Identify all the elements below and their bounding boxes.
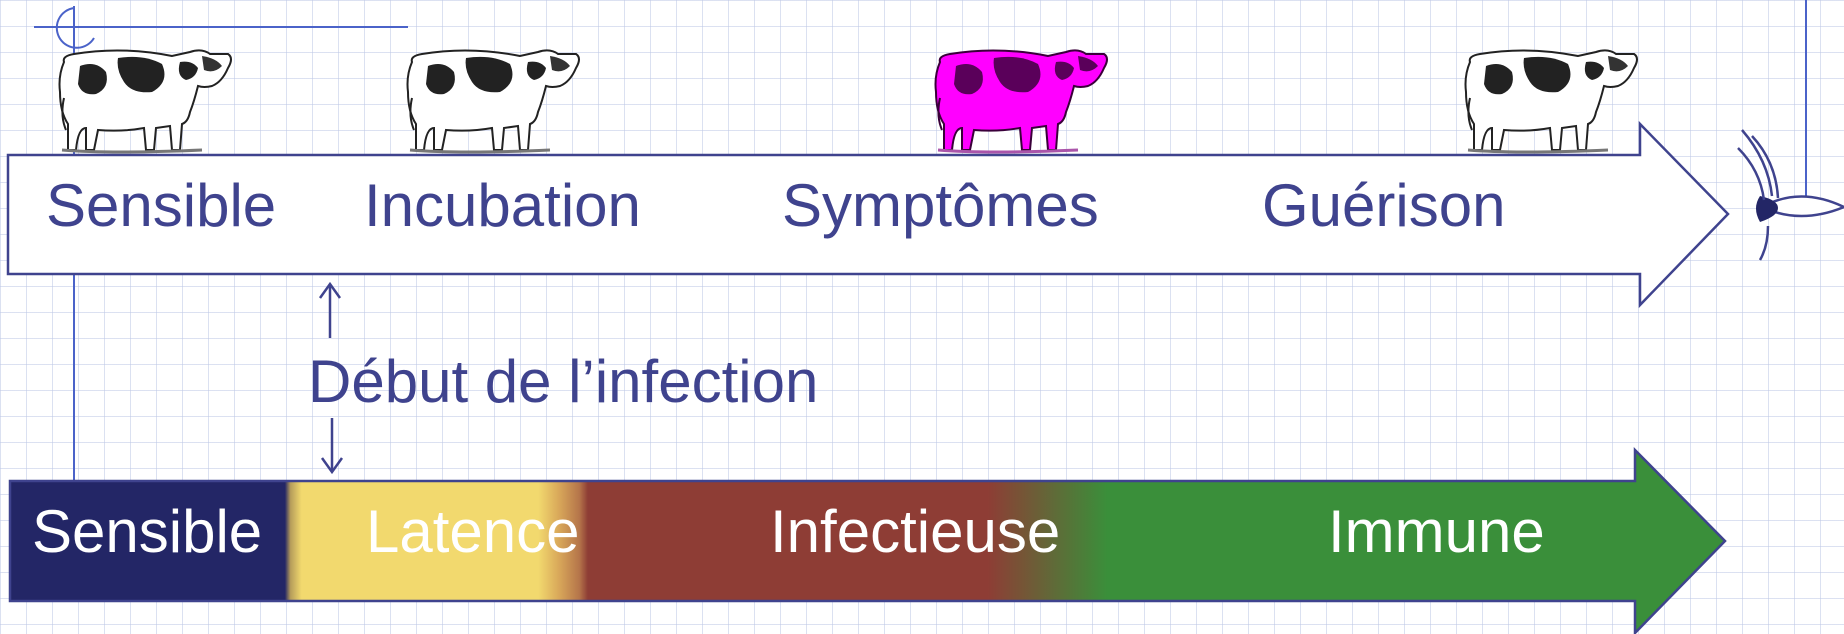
model-stage-infectieuse: Infectieuse [770, 502, 1060, 562]
observed-stage-guerison: Guérison [1262, 176, 1505, 236]
model-stage-sensible: Sensible [32, 502, 262, 562]
model-stage-latence: Latence [366, 502, 580, 562]
observed-stage-incubation: Incubation [364, 176, 641, 236]
infection-start-label: Début de l’infection [308, 352, 818, 412]
cow-icon-symptomatic [936, 50, 1108, 152]
cow-icon [1466, 50, 1638, 152]
observed-stage-sensible: Sensible [46, 176, 276, 236]
eye-icon [1738, 130, 1844, 260]
cow-icon [60, 50, 232, 152]
observed-stage-symptomes: Symptômes [782, 176, 1099, 236]
cow-icon [408, 50, 580, 152]
model-stage-immune: Immune [1328, 502, 1545, 562]
